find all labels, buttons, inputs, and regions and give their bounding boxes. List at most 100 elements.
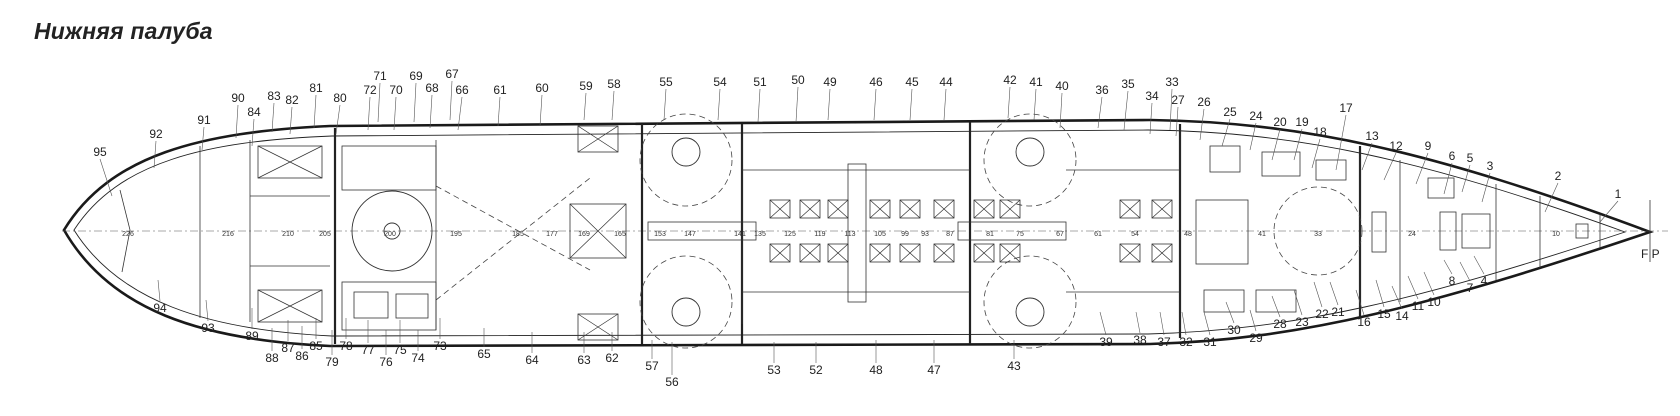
callout-6: 6: [1449, 149, 1456, 163]
callout-94: 94: [153, 301, 167, 315]
callout-85: 85: [309, 339, 323, 353]
callout-leader: [1335, 114, 1347, 171]
callout-31: 31: [1203, 335, 1217, 349]
hatch-mark: [899, 199, 921, 219]
callout-13: 13: [1365, 129, 1379, 143]
callout-leader: [1221, 118, 1231, 147]
callout-leader: [1473, 255, 1485, 275]
callout-leader: [1135, 311, 1141, 334]
callout-leader: [1033, 88, 1037, 121]
hatch-mark: [799, 199, 821, 219]
callout-leader: [1149, 102, 1153, 135]
callout-72: 72: [363, 83, 377, 97]
callout-46: 46: [869, 75, 883, 89]
callout-leader: [413, 82, 417, 123]
callout-leader: [449, 80, 453, 121]
frame-number: 113: [844, 231, 855, 238]
callout-leader: [1099, 311, 1107, 336]
callout-leader: [497, 96, 501, 127]
frame-number: 200: [384, 231, 396, 238]
callout-25: 25: [1223, 105, 1237, 119]
callout-leader: [1181, 311, 1187, 336]
page-title: Нижняя палуба: [34, 18, 213, 44]
callout-92: 92: [149, 127, 163, 141]
callout-leader: [1271, 128, 1281, 161]
callout-44: 44: [939, 75, 953, 89]
callout-87: 87: [281, 341, 295, 355]
callout-leader: [1391, 285, 1403, 310]
frame-number: 48: [1184, 231, 1192, 238]
frame-number: 99: [901, 231, 909, 238]
callout-leader: [429, 94, 433, 129]
callout-38: 38: [1133, 333, 1147, 347]
callout-95: 95: [93, 145, 107, 159]
frame-number: 195: [450, 231, 462, 238]
frame-number: 185: [512, 231, 524, 238]
callout-leader: [251, 118, 255, 147]
callout-leader: [271, 102, 275, 133]
callout-21: 21: [1331, 305, 1345, 319]
frame-number: 10: [1552, 231, 1560, 238]
callout-18: 18: [1313, 125, 1327, 139]
callout-40: 40: [1055, 79, 1069, 93]
callout-leader: [1199, 108, 1205, 141]
callout-leader: [1007, 86, 1011, 119]
frame-number: 177: [546, 231, 558, 238]
callout-leader: [153, 140, 157, 169]
callout-leader: [1481, 172, 1491, 203]
callout-leaders: [99, 80, 1619, 375]
hatch-mark: [933, 199, 955, 219]
callout-63: 63: [577, 353, 591, 367]
callout-11: 11: [1412, 299, 1425, 313]
callout-88: 88: [265, 351, 279, 365]
bow-marker: F P: [1641, 247, 1660, 261]
callout-49: 49: [823, 75, 837, 89]
callout-8: 8: [1449, 274, 1456, 288]
callout-81: 81: [309, 81, 323, 95]
callout-28: 28: [1273, 317, 1287, 331]
callout-leader: [201, 126, 205, 151]
frame-number: 41: [1258, 231, 1266, 238]
frame-number: 135: [754, 231, 766, 238]
callout-leader: [1311, 138, 1321, 169]
callout-leader: [909, 88, 913, 121]
callout-84: 84: [247, 105, 261, 119]
callout-83: 83: [267, 89, 281, 103]
callout-leader: [873, 88, 877, 121]
callout-leader: [795, 86, 799, 123]
callout-15: 15: [1377, 307, 1391, 321]
callout-24: 24: [1249, 109, 1263, 123]
callout-69: 69: [409, 69, 423, 83]
callout-leader: [335, 104, 341, 135]
callout-leader: [539, 94, 543, 127]
callout-leader: [611, 90, 615, 121]
callout-leader: [1159, 311, 1165, 336]
hatch-mark: [769, 199, 791, 219]
callout-74: 74: [411, 351, 425, 365]
callout-leader: [1375, 279, 1385, 308]
callout-leader: [1123, 90, 1129, 131]
callout-22: 22: [1315, 307, 1329, 321]
frame-number: 119: [814, 231, 825, 238]
callout-leader: [367, 96, 371, 131]
hatch-mark: [1151, 243, 1173, 263]
callout-30: 30: [1227, 323, 1241, 337]
frame-number: 125: [784, 231, 796, 238]
callout-64: 64: [525, 353, 539, 367]
callout-leader: [1313, 281, 1323, 308]
callout-leader: [1169, 88, 1173, 131]
callout-leader: [1097, 96, 1103, 129]
frame-number: 205: [319, 231, 331, 238]
callout-58: 58: [607, 77, 621, 91]
frame-number: 87: [946, 231, 954, 238]
callout-leader: [943, 88, 947, 121]
callout-68: 68: [425, 81, 439, 95]
callout-leader: [99, 158, 113, 197]
callout-79: 79: [325, 355, 339, 369]
frame-number: 67: [1056, 231, 1064, 238]
callout-9: 9: [1425, 139, 1432, 153]
callout-91: 91: [197, 113, 211, 127]
callout-39: 39: [1099, 335, 1113, 349]
callout-16: 16: [1357, 315, 1371, 329]
callout-1: 1: [1615, 187, 1622, 201]
